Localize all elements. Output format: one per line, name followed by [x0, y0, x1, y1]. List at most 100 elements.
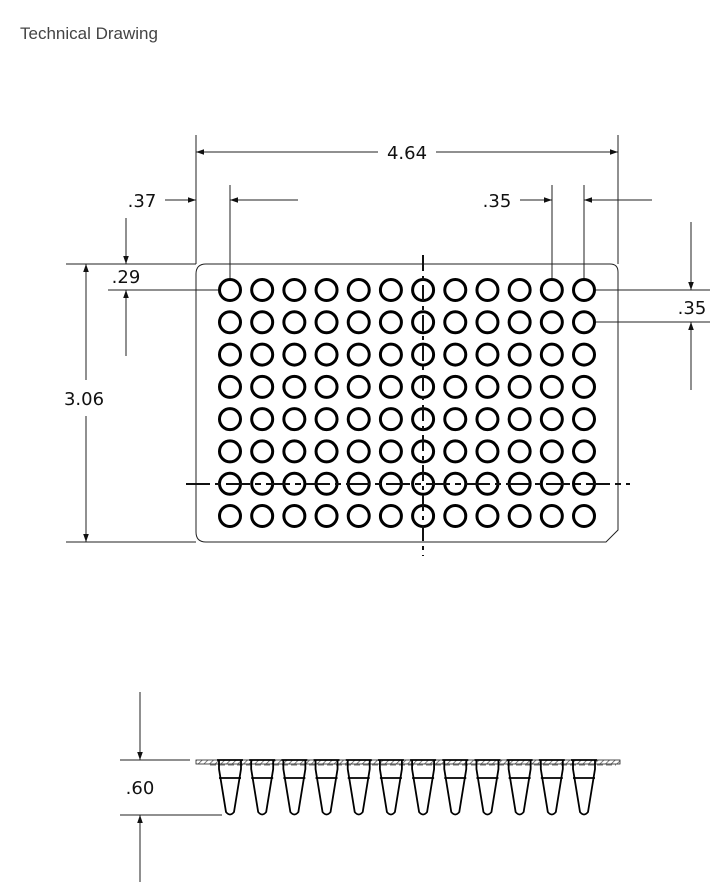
well — [282, 439, 307, 464]
well — [218, 407, 242, 432]
plate-outline — [195, 263, 619, 543]
well — [218, 504, 242, 528]
dimension-overall-height: 3.06 — [64, 264, 196, 543]
well — [378, 342, 403, 367]
well — [539, 504, 564, 528]
tube — [410, 759, 437, 816]
dimension-tube-height: .60 — [120, 692, 222, 882]
well — [250, 310, 275, 335]
tube — [249, 759, 276, 816]
well — [218, 342, 242, 367]
well — [346, 278, 371, 302]
well — [572, 310, 596, 335]
well — [411, 342, 436, 367]
well — [475, 439, 500, 464]
well — [346, 342, 371, 367]
overall-height-label: 3.06 — [64, 389, 104, 410]
well — [218, 310, 242, 335]
well — [282, 342, 307, 367]
well — [250, 407, 275, 432]
well — [539, 310, 564, 335]
well — [314, 278, 339, 302]
well — [314, 342, 339, 367]
dimension-left-offset: .37 — [128, 185, 298, 278]
well — [314, 439, 339, 464]
wells-grid — [218, 278, 596, 528]
well — [475, 310, 500, 335]
well — [507, 278, 532, 302]
well — [346, 374, 371, 399]
well — [507, 439, 532, 464]
well — [346, 439, 371, 464]
well — [475, 374, 500, 399]
well — [314, 374, 339, 399]
dimension-well-pitch-x: .35 — [483, 185, 652, 278]
well — [539, 278, 564, 302]
well — [507, 504, 532, 528]
tube — [442, 759, 469, 816]
well — [250, 439, 275, 464]
well — [539, 374, 564, 399]
well — [443, 310, 468, 335]
well — [411, 310, 436, 335]
tube-height-label: .60 — [126, 778, 155, 799]
well — [218, 439, 242, 464]
well — [539, 342, 564, 367]
well — [443, 278, 468, 302]
well — [378, 310, 403, 335]
well — [443, 504, 468, 528]
well — [443, 374, 468, 399]
well-pitch-x-label: .35 — [483, 191, 512, 212]
tube — [377, 759, 404, 816]
well — [314, 407, 339, 432]
well — [572, 374, 596, 399]
tubes-side-view — [217, 759, 597, 816]
well — [346, 310, 371, 335]
well — [475, 278, 500, 302]
well — [314, 310, 339, 335]
page-title: Technical Drawing — [20, 24, 158, 43]
tube — [281, 759, 308, 816]
well — [282, 278, 307, 302]
well — [507, 374, 532, 399]
well — [378, 374, 403, 399]
tube — [345, 759, 372, 816]
tube — [571, 759, 597, 816]
well — [218, 374, 242, 399]
well — [443, 407, 468, 432]
well — [572, 407, 596, 432]
well — [250, 504, 275, 528]
well — [282, 407, 307, 432]
well — [346, 504, 371, 528]
well — [539, 439, 564, 464]
well — [378, 439, 403, 464]
tube — [217, 759, 243, 816]
well — [475, 407, 500, 432]
tube — [506, 759, 533, 816]
well — [250, 374, 275, 399]
well — [346, 407, 371, 432]
well-pitch-y-label: .35 — [678, 298, 707, 319]
well — [572, 278, 596, 302]
left-offset-label: .37 — [128, 191, 157, 212]
well — [475, 342, 500, 367]
well — [250, 278, 275, 302]
dimension-top-offset: .29 — [66, 218, 218, 356]
well — [250, 342, 275, 367]
plate-side-flange — [195, 759, 621, 765]
tube — [474, 759, 501, 816]
overall-width-label: 4.64 — [387, 143, 427, 164]
well — [282, 504, 307, 528]
well — [507, 407, 532, 432]
well — [539, 407, 564, 432]
well — [282, 310, 307, 335]
well — [507, 342, 532, 367]
tube — [538, 759, 565, 816]
well — [443, 342, 468, 367]
well — [572, 342, 596, 367]
well — [378, 407, 403, 432]
well — [507, 310, 532, 335]
dimension-well-pitch-y: .35 — [596, 222, 710, 390]
well — [378, 504, 403, 528]
